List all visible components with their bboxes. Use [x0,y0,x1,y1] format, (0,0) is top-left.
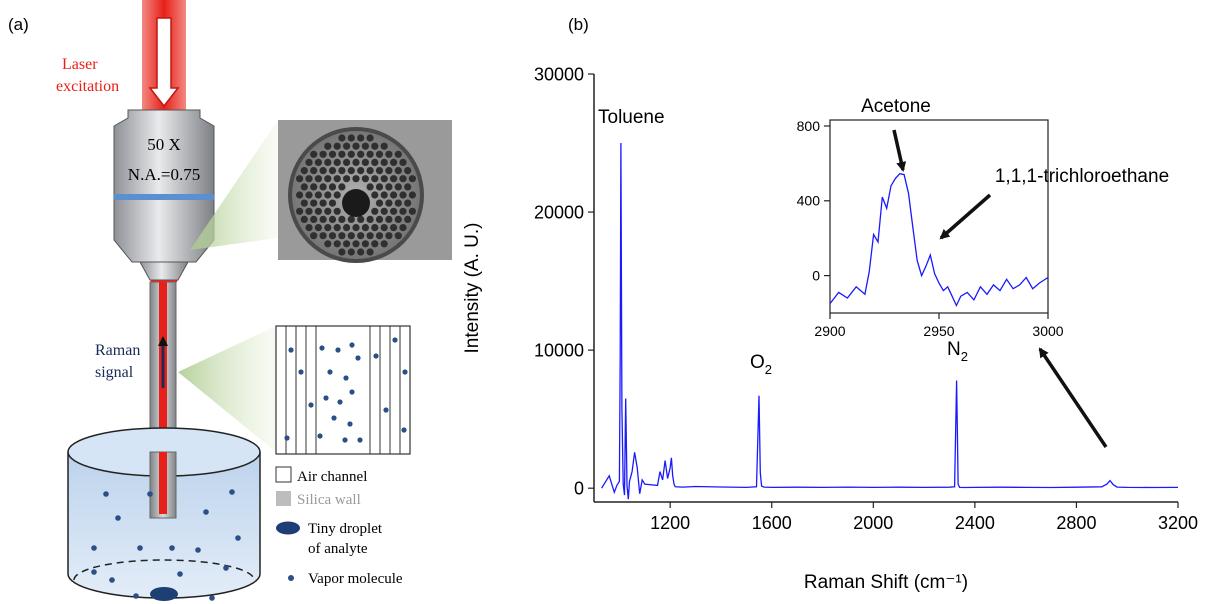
objective-lens: 50 X N.A.=0.75 [113,109,215,281]
main-spectrum-line [601,142,1179,500]
panel-b-label: (b) [568,15,589,34]
hollow-core [342,189,370,217]
zoom-arrow-icon [1038,347,1108,448]
main-y-tick-label: 30000 [534,64,584,84]
main-x-tick-label: 1600 [752,513,792,533]
objective-blue-band [114,194,214,200]
legend-vapor: Vapor molecule [308,571,403,587]
main-x-tick-label: 2400 [955,513,995,533]
main-x-tick-label: 3200 [1158,513,1198,533]
panel-b: (b) 1200 1600 2000 2400 2800 3200 0 10000 20000 3… [462,15,1198,593]
legend-silica-wall: Silica wall [297,492,361,508]
main-y-tick-label: 10000 [534,340,584,360]
schematic-legend: Air channel Silica wall Tiny droplet of … [275,466,403,587]
main-y-tick-label: 20000 [534,202,584,222]
annotation-acetone: Acetone [861,96,931,117]
laser-label-line2: excitation [56,78,119,95]
fiber-cross-section-image [278,120,452,263]
inset-x-tick-label: 2950 [923,323,954,339]
silica-wall-swatch [276,491,291,506]
fiber-core-light [159,282,167,514]
panel-a: (a) Laser excitation 50 X N.A.=0.75 [8,0,452,601]
main-y-label: Intensity (A. U.) [462,223,483,354]
zoom-cone-upper [190,120,278,250]
objective-na: N.A.=0.75 [128,165,200,184]
inset-spectrum-chart: 2900 2950 3000 0 400 800 Acetone 1,1,1-trichl… [797,96,1170,339]
main-x-tick-label: 2000 [853,513,893,533]
inset-frame [829,119,1049,314]
inset-spectrum-line [829,172,1049,308]
laser-label-line1: Laser [62,56,98,73]
annotation-o2: O2 [750,352,772,377]
fiber-schematic [275,325,411,455]
acetone-arrow-icon [892,129,907,172]
legend-droplet-line1: Tiny droplet [308,521,383,537]
objective-magnification: 50 X [147,135,181,154]
annotation-trichloroethane: 1,1,1-trichloroethane [995,166,1169,187]
analyte-droplet [150,587,178,601]
raman-label-line1: Raman [95,342,140,359]
inset-y-tick-label: 800 [797,118,821,134]
vapor-container [67,427,261,601]
panel-a-label: (a) [8,15,29,34]
zoom-cone-lower [178,326,276,452]
vapor-swatch [288,575,294,581]
main-y-tick-label: 0 [574,478,584,498]
inset-y-tick-label: 400 [797,193,821,209]
inset-x-tick-label: 2900 [814,323,845,339]
droplet-swatch [276,521,300,535]
inset-y-tick-label: 0 [812,268,820,284]
annotation-n2: N2 [947,339,968,364]
raman-label-line2: signal [95,364,134,381]
main-x-tick-label: 2800 [1056,513,1096,533]
main-x-label: Raman Shift (cm⁻¹) [804,572,968,593]
inset-x-tick-label: 3000 [1032,323,1063,339]
legend-air-channel: Air channel [297,469,367,485]
main-x-tick-label: 1200 [650,513,690,533]
legend-droplet-line2: of analyte [308,541,368,557]
air-channel-swatch [275,466,292,483]
annotation-toluene: Toluene [598,107,665,128]
laser-arrow-icon [148,17,180,108]
trichloroethane-arrow-icon [939,193,992,240]
